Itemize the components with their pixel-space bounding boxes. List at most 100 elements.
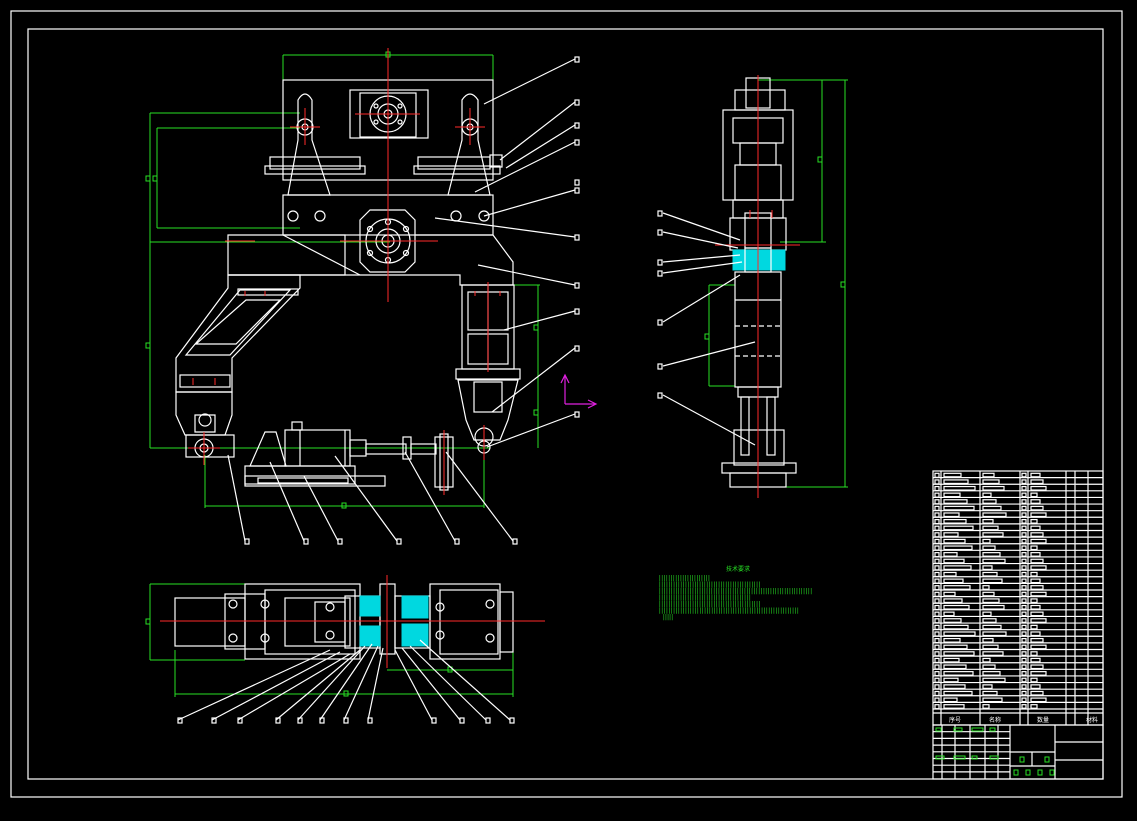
bom-row-code: [982, 518, 994, 524]
bom-row-material: [1030, 552, 1041, 557]
bom-row-name: [943, 472, 962, 478]
bom-row-marker: [934, 532, 940, 538]
bom-row-code: [982, 492, 992, 498]
bom-row-material: [1030, 631, 1041, 637]
balloon-box: [657, 319, 663, 326]
balloon-box: [657, 270, 663, 277]
bom-row-name: [943, 671, 974, 676]
bom-row-marker: [934, 671, 940, 677]
bom-row-code: [982, 479, 1000, 485]
bom-row-marker: [934, 499, 940, 505]
bom-row-marker: [934, 690, 940, 697]
bom-row-name: [943, 571, 957, 577]
bom-row-material: [1030, 532, 1044, 537]
bom-row-name: [943, 657, 960, 663]
bom-row-name: [943, 684, 966, 689]
bom-row-material: [1030, 472, 1041, 478]
side-view[interactable]: [662, 75, 848, 498]
bom-row-material: [1030, 492, 1038, 498]
balloon-box: [574, 234, 580, 241]
bom-header-cell: 材料: [1086, 716, 1098, 724]
balloon-box: [303, 538, 309, 545]
bom-row-marker: [934, 472, 940, 478]
balloon-box: [574, 99, 580, 106]
bom-row-name: [943, 485, 976, 491]
bom-row-name: [943, 512, 960, 518]
bom-row-code: [982, 611, 992, 617]
bom-row-marker: [934, 571, 940, 578]
front-view[interactable]: [145, 48, 576, 542]
bom-row-code: [982, 472, 995, 478]
bom-row-code: [982, 505, 1002, 511]
balloon-box: [657, 259, 663, 266]
bom-row-material: [1030, 677, 1038, 683]
bom-header-cell: 名称: [989, 716, 1001, 724]
ucs-axis-icon: [560, 373, 598, 409]
balloon-box: [211, 717, 217, 724]
bom-row-name: [943, 611, 955, 617]
technical-requirements: 技术要求 |||||||||||||||||||||||||||||||||||…: [658, 565, 813, 621]
bom-row-material: [1030, 604, 1041, 610]
bom-row-name: [943, 631, 976, 637]
bom-row-code: [982, 558, 1006, 564]
tech-req-line: ||||||||||||||||||||||||||||||||||||||||…: [658, 582, 761, 589]
tech-req-line: |||||: [662, 614, 674, 621]
bom-row-name: [943, 644, 968, 650]
bom-row-marker: [934, 479, 940, 485]
bom-row-name: [943, 538, 966, 544]
bom-row-name: [943, 651, 975, 656]
bom-row-marker: [934, 545, 940, 551]
balloon-box: [574, 122, 580, 129]
bom-row-marker: [934, 492, 940, 498]
bom-row-code: [982, 571, 998, 577]
bom-row-marker: [934, 611, 940, 617]
balloon-box: [657, 363, 663, 370]
top-view[interactable]: [145, 575, 545, 721]
bom-row-marker: [934, 637, 940, 644]
bom-row-code: [982, 704, 990, 709]
balloon-box: [275, 717, 281, 724]
bom-row-marker: [934, 585, 940, 591]
bom-row-material: [1030, 690, 1044, 696]
bom-row-material: [1030, 664, 1044, 670]
title-block[interactable]: [932, 724, 1104, 780]
bom-row-name: [943, 545, 973, 551]
balloon-box: [574, 282, 580, 289]
bom-row-name: [943, 591, 956, 597]
bom-row-code: [982, 499, 997, 504]
bom-row-marker: [934, 565, 940, 571]
bom-row-name: [943, 479, 969, 485]
bom-row-code: [982, 671, 1001, 676]
balloon-box: [454, 538, 460, 545]
bom-row-code: [982, 545, 996, 551]
balloon-box: [574, 308, 580, 315]
bom-row-name: [943, 518, 967, 524]
balloon-box: [244, 538, 250, 545]
bom-row-material: [1030, 624, 1038, 630]
bom-row-marker: [934, 558, 940, 564]
bom-row-code: [982, 604, 1005, 610]
balloon-box: [657, 210, 663, 217]
bom-row-code: [982, 525, 999, 531]
bom-row-code: [982, 512, 1007, 518]
bom-row-material: [1030, 479, 1044, 485]
bom-table[interactable]: 序号名称数量材料: [932, 470, 1104, 726]
bom-row-code: [982, 657, 991, 663]
balloon-box: [509, 717, 515, 724]
bom-row-name: [943, 578, 964, 584]
bom-row-marker: [934, 631, 940, 637]
bom-row-name: [943, 618, 962, 623]
balloon-box: [396, 538, 402, 545]
tech-req-line: ||||||||||||||||||||||: [658, 575, 711, 582]
bom-row-material: [1030, 512, 1047, 518]
bom-row-marker: [934, 505, 940, 511]
bom-row-material: [1030, 684, 1041, 689]
bom-row-material: [1030, 618, 1047, 623]
bom-row-marker: [934, 618, 940, 624]
balloon-box: [574, 345, 580, 352]
tech-req-line: |||||||||||||||||||||||||||||||||||||||: [658, 595, 752, 602]
bom-row-name: [943, 552, 958, 557]
bom-row-marker: [934, 598, 940, 604]
